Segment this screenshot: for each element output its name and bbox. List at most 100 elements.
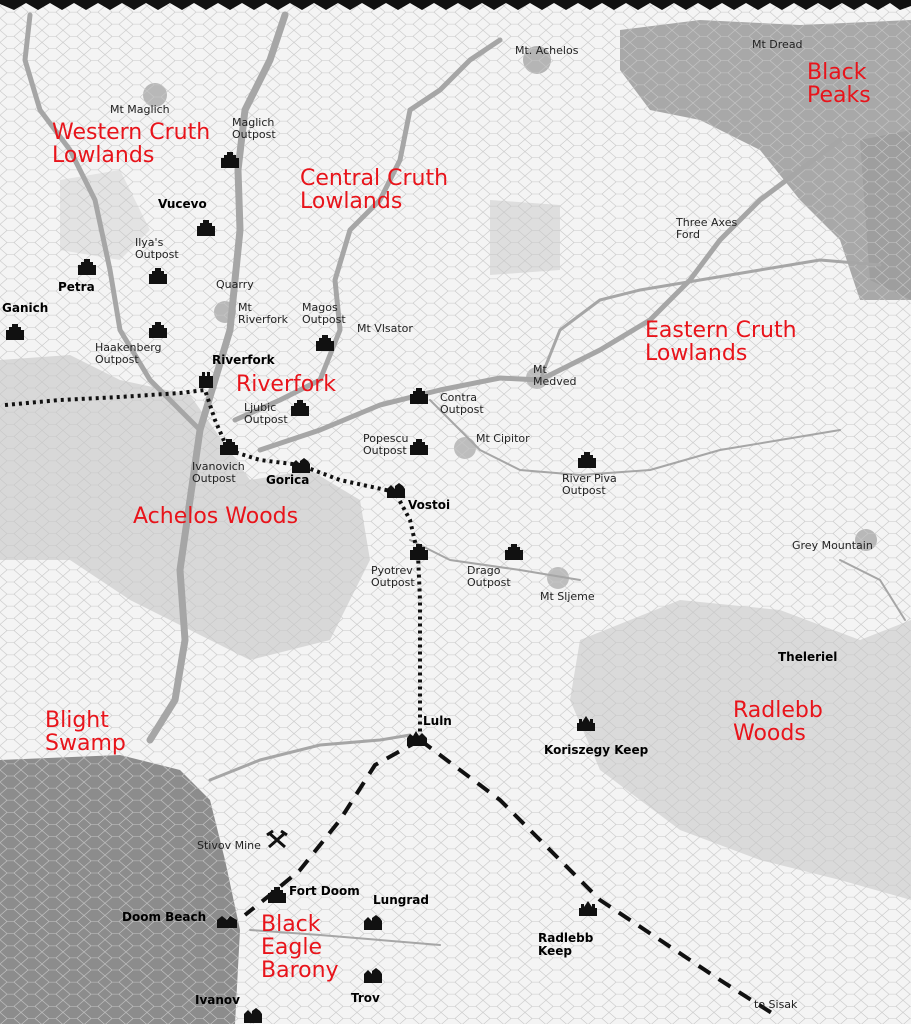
site-line: Ilya's (135, 236, 164, 249)
region-line: Barony (261, 958, 339, 984)
keep-icon-magos (316, 335, 334, 351)
site-mt-sljeme: Mt Sljeme (540, 590, 595, 603)
town-icon-lungrad (364, 915, 382, 930)
road-west (4, 387, 422, 740)
town-theleriel: Theleriel (778, 650, 838, 664)
town-trov: Trov (351, 991, 380, 1005)
site-line: Outpost (371, 575, 415, 589)
town-lungrad: Lungrad (373, 893, 429, 907)
site-line: Ivanovich (192, 460, 245, 473)
region-line: Black (261, 912, 321, 937)
castle-icon-koriszegy (577, 716, 595, 731)
town-doom-beach: Doom Beach (122, 910, 207, 924)
road-to-sisak (418, 738, 777, 1017)
rivers (22, 11, 906, 946)
river-small-1 (429, 399, 841, 476)
keep-icon-fort-doom (268, 887, 286, 903)
site-mt-dread: Mt Dread (752, 38, 803, 51)
site-line: Pyotrev (371, 564, 413, 577)
region-riverfork: Riverfork (236, 372, 336, 397)
town-icon-ivanov (244, 1008, 262, 1023)
river-south (208, 733, 412, 782)
town-icon-doom-beach (217, 916, 237, 928)
region-line: Lowlands (300, 189, 403, 215)
region-line: Lowlands (645, 341, 748, 367)
site-mt-vlsator: Mt Vlsator (357, 322, 413, 335)
city-icon-luln (407, 731, 427, 746)
roads (4, 387, 777, 1017)
site-line: Outpost (467, 575, 511, 589)
region-line: Woods (733, 721, 806, 747)
river-small-2 (409, 539, 581, 581)
river-main (146, 11, 289, 744)
site-line: Ljubic (244, 401, 277, 414)
site-line: Drago (467, 564, 501, 577)
keep-icon-contra (410, 388, 428, 404)
town-line: Radlebb (538, 931, 594, 945)
site-mt-maglich: Mt Maglich (110, 103, 170, 116)
town-petra: Petra (58, 280, 95, 294)
region-line: Central Cruth (300, 166, 449, 191)
site-line: Medved (533, 374, 577, 388)
town-line: Keep (538, 943, 572, 958)
site-mt-cipitor: Mt Cipitor (476, 432, 530, 445)
site-line: Mt (533, 363, 547, 376)
town-vucevo: Vucevo (158, 197, 207, 211)
region-line: Peaks (807, 83, 871, 109)
site-line: Outpost (192, 471, 236, 485)
map-top-edge (0, 0, 911, 10)
site-line: Contra (440, 391, 477, 404)
site-line: Riverfork (238, 312, 288, 326)
region-line: Black (807, 60, 867, 85)
site-line: Magos (302, 301, 338, 314)
site-line: Three Axes (676, 216, 738, 229)
town-fort-doom: Fort Doom (289, 884, 360, 898)
region-line: Eagle (261, 935, 322, 961)
keep-icon-vucevo (197, 220, 215, 236)
keep-icon-ganich (6, 324, 24, 340)
keep-icon-haakenberg (149, 322, 167, 338)
site-line: Outpost (562, 483, 606, 497)
river-west-branch (22, 12, 203, 433)
town-luln: Luln (423, 714, 452, 728)
river-southeast (249, 929, 441, 946)
site-line: Outpost (363, 443, 407, 457)
town-ganich: Ganich (2, 301, 49, 315)
town-vostoi: Vostoi (408, 498, 451, 512)
region-line: Lowlands (52, 143, 155, 169)
site-mt-achelos: Mt. Achelos (515, 44, 579, 57)
site-line: Haakenberg (95, 341, 162, 354)
town-riverfork: Riverfork (212, 353, 275, 367)
region-line: Western Cruth (52, 120, 211, 145)
site-line: Ford (676, 227, 700, 241)
region-line: Radlebb (733, 698, 823, 723)
castle-icon-radlebb (579, 901, 597, 916)
region-line: Eastern Cruth (645, 318, 797, 343)
keep-icon-river-piva (578, 452, 596, 468)
river-east-2 (839, 559, 906, 621)
river-central (232, 37, 503, 423)
keep-icon-maglich (221, 152, 239, 168)
town-ivanov: Ivanov (195, 993, 240, 1007)
keep-icon-ilyas (149, 268, 167, 284)
site-line: Outpost (232, 127, 276, 141)
town-icon-trov (364, 968, 382, 983)
